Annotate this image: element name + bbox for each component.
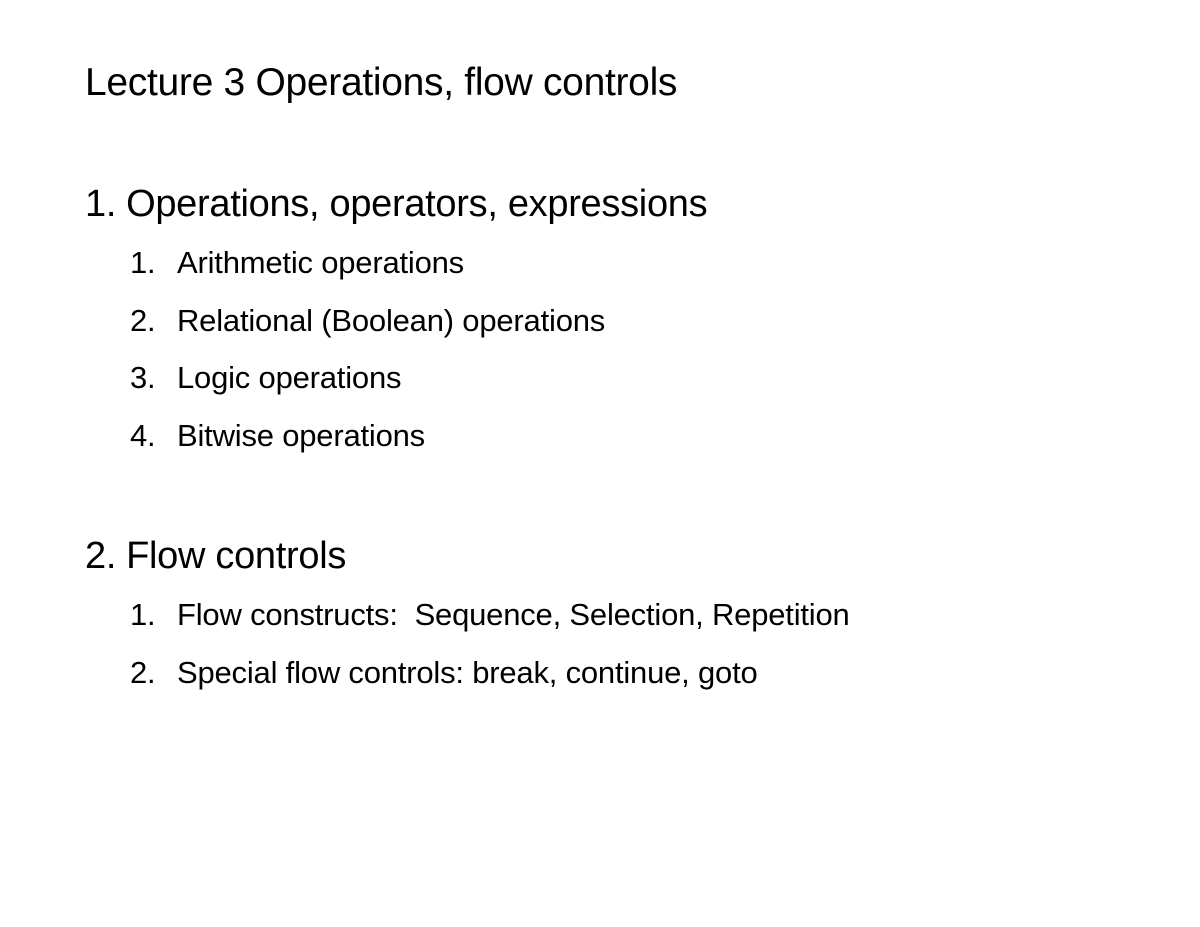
- slide-title: Lecture 3 Operations, flow controls: [85, 61, 678, 104]
- section-operations: 1. Operations, operators, expressions 1.…: [85, 180, 1200, 464]
- item-number: 2.: [130, 654, 156, 690]
- list-item: 3. Logic operations: [130, 349, 1200, 407]
- item-text: Flow constructs: Sequence, Selection, Re…: [177, 597, 850, 632]
- item-text: Arithmetic operations: [177, 245, 464, 280]
- section-heading: 2. Flow controls: [85, 532, 1200, 580]
- item-text: Special flow controls: break, continue, …: [177, 654, 758, 690]
- sub-list: 1. Flow constructs: Sequence, Selection,…: [85, 586, 1200, 701]
- section-flow-controls: 2. Flow controls 1. Flow constructs: Seq…: [85, 532, 1200, 701]
- item-number: 3.: [130, 360, 156, 395]
- item-text: Relational (Boolean) operations: [177, 302, 606, 338]
- item-number: 1.: [130, 597, 156, 632]
- section-heading: 1. Operations, operators, expressions: [85, 180, 1200, 228]
- list-item: 4. Bitwise operations: [130, 407, 1200, 465]
- list-item: 2. Relational (Boolean) operations: [130, 292, 1200, 350]
- item-text: Logic operations: [177, 360, 402, 395]
- item-number: 4.: [130, 417, 156, 453]
- sub-list: 1. Arithmetic operations 2. Relational (…: [85, 234, 1200, 464]
- list-item: 1. Arithmetic operations: [130, 234, 1200, 292]
- item-text: Bitwise operations: [177, 417, 425, 453]
- list-item: 1. Flow constructs: Sequence, Selection,…: [130, 586, 1200, 644]
- item-number: 1.: [130, 245, 156, 280]
- list-item: 2. Special flow controls: break, continu…: [130, 644, 1200, 702]
- section-title: Operations, operators, expressions: [126, 183, 708, 225]
- section-number: 1.: [85, 183, 117, 225]
- section-title: Flow controls: [126, 535, 347, 577]
- item-number: 2.: [130, 302, 156, 338]
- section-number: 2.: [85, 535, 117, 577]
